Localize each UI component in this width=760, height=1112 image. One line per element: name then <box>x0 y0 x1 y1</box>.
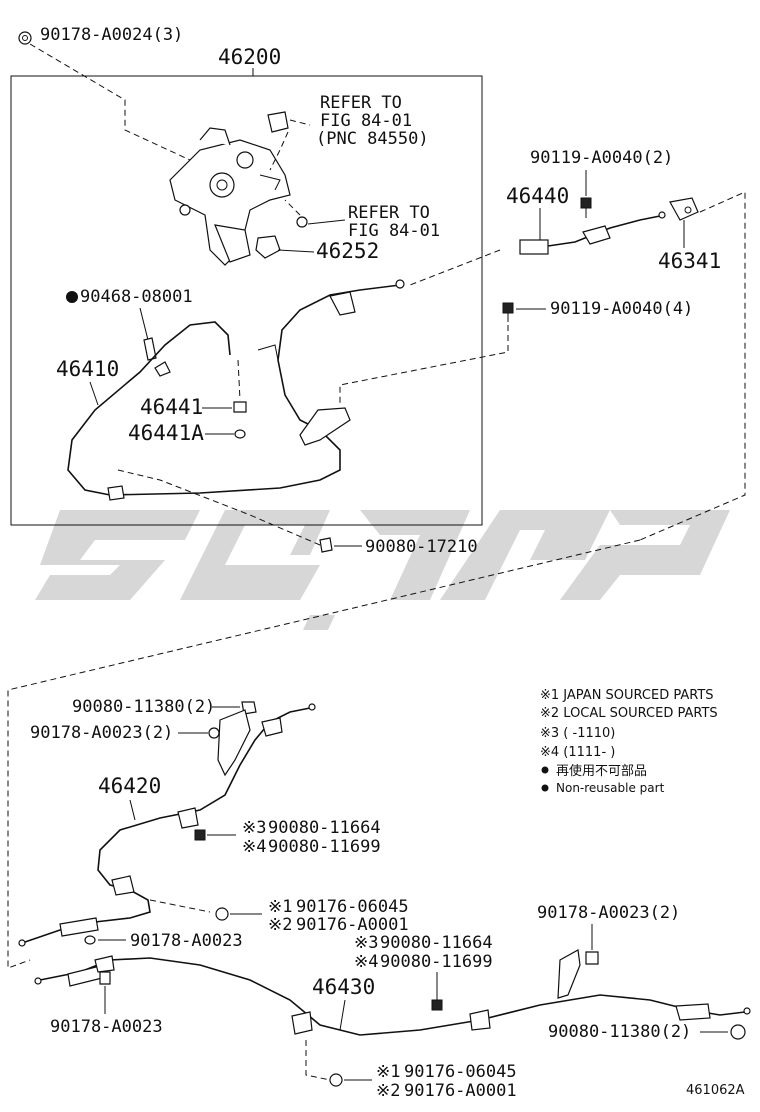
legend-non-reusable-jp: 再使用不可部品 <box>556 763 647 779</box>
grommet-icon <box>234 429 246 439</box>
clip-icon <box>319 537 333 553</box>
bolt-icon <box>502 302 514 322</box>
refer-2-line2: FIG 84-01 <box>348 221 440 241</box>
label-46252: 46252 <box>316 239 379 263</box>
non-reusable-mark-icon <box>66 291 78 303</box>
label-90178-A0024: 90178-A0024(3) <box>40 25 183 45</box>
mark-4-b: ※4 <box>354 952 378 972</box>
equalizer-cable-icon <box>519 211 666 255</box>
label-46420: 46420 <box>98 774 161 798</box>
rear-cable-46430-icon <box>34 949 751 1036</box>
diagram-id: 461062A <box>686 1083 745 1098</box>
clip-icon <box>267 111 289 133</box>
label-90119-A0040-4: 90119-A0040(4) <box>550 299 693 319</box>
refer-2-line1: REFER TO <box>348 203 430 223</box>
label-90176-06045-b: 90176-06045 <box>404 1062 517 1082</box>
mark-1-b: ※1 <box>376 1062 400 1082</box>
refer-1-line3: (PNC 84550) <box>316 129 429 149</box>
label-90176-A0001-a: 90176-A0001 <box>296 915 409 935</box>
label-90468-08001: 90468-08001 <box>80 287 193 307</box>
legend-mark-4: ※4 (1111- ) <box>540 745 615 760</box>
mark-3-a: ※3 <box>242 818 266 838</box>
label-90080-11664-a: 90080-11664 <box>268 818 381 838</box>
assembly-box <box>10 75 483 526</box>
label-46430: 46430 <box>312 975 375 999</box>
label-46440: 46440 <box>506 184 569 208</box>
watermark-logo <box>35 510 730 630</box>
switch-icon <box>255 235 281 259</box>
label-46341: 46341 <box>658 249 721 273</box>
bracket-icon <box>669 197 699 221</box>
brake-lever-assembly-icon <box>169 127 291 266</box>
label-90080-11699-a: 90080-11699 <box>268 837 381 857</box>
bolt-icon <box>194 829 206 841</box>
mark-2-a: ※2 <box>268 915 292 935</box>
label-46200: 46200 <box>218 45 281 69</box>
nut-icon <box>730 1024 746 1040</box>
pin-icon <box>143 337 157 361</box>
label-90080-11380-b: 90080-11380(2) <box>548 1022 691 1042</box>
label-90178-A0023-a: 90178-A0023 <box>130 931 243 951</box>
label-90080-11380-a: 90080-11380(2) <box>72 697 215 717</box>
bolt-icon <box>431 999 443 1011</box>
nut-icon <box>84 935 96 945</box>
legend-non-reusable-en: Non-reusable part <box>556 781 665 795</box>
nut-icon <box>215 907 229 921</box>
label-90080-11699-b: 90080-11699 <box>380 952 493 972</box>
refer-1-line2: FIG 84-01 <box>320 111 412 131</box>
grommet-icon <box>233 401 247 413</box>
refer-1-line1: REFER TO <box>320 93 402 113</box>
mark-3-b: ※3 <box>354 933 378 953</box>
legend-japan-sourced: ※1 JAPAN SOURCED PARTS <box>540 688 714 703</box>
label-90176-A0001-b: 90176-A0001 <box>404 1081 517 1101</box>
legend-local-sourced: ※2 LOCAL SOURCED PARTS <box>540 706 718 721</box>
screw-icon <box>296 216 308 228</box>
nut-icon <box>18 31 32 45</box>
label-90080-11664-b: 90080-11664 <box>380 933 493 953</box>
front-cable-46410-icon <box>67 279 405 501</box>
label-46410: 46410 <box>56 357 119 381</box>
rear-cable-46420-icon <box>18 703 316 947</box>
nut-icon <box>585 951 599 965</box>
label-90119-A0040-2: 90119-A0040(2) <box>530 148 673 168</box>
mark-1-a: ※1 <box>268 897 292 917</box>
label-46441A: 46441A <box>128 421 204 445</box>
non-reusable-mark-icon <box>541 784 549 792</box>
mark-2-b: ※2 <box>376 1081 400 1101</box>
legend-mark-3: ※3 ( -1110) <box>540 726 615 741</box>
label-46441: 46441 <box>140 395 203 419</box>
mark-4-a: ※4 <box>242 837 266 857</box>
label-90176-06045-a: 90176-06045 <box>296 897 409 917</box>
label-90178-A0023-2a: 90178-A0023(2) <box>30 723 173 743</box>
bolt-icon <box>580 197 592 218</box>
label-90178-A0023-b: 90178-A0023 <box>50 1017 163 1037</box>
nut-icon <box>99 971 111 985</box>
nut-icon <box>329 1073 343 1087</box>
nut-icon <box>208 727 220 739</box>
label-90178-A0023-2b: 90178-A0023(2) <box>537 903 680 923</box>
label-90080-17210: 90080-17210 <box>365 537 478 557</box>
non-reusable-mark-icon <box>541 766 549 774</box>
